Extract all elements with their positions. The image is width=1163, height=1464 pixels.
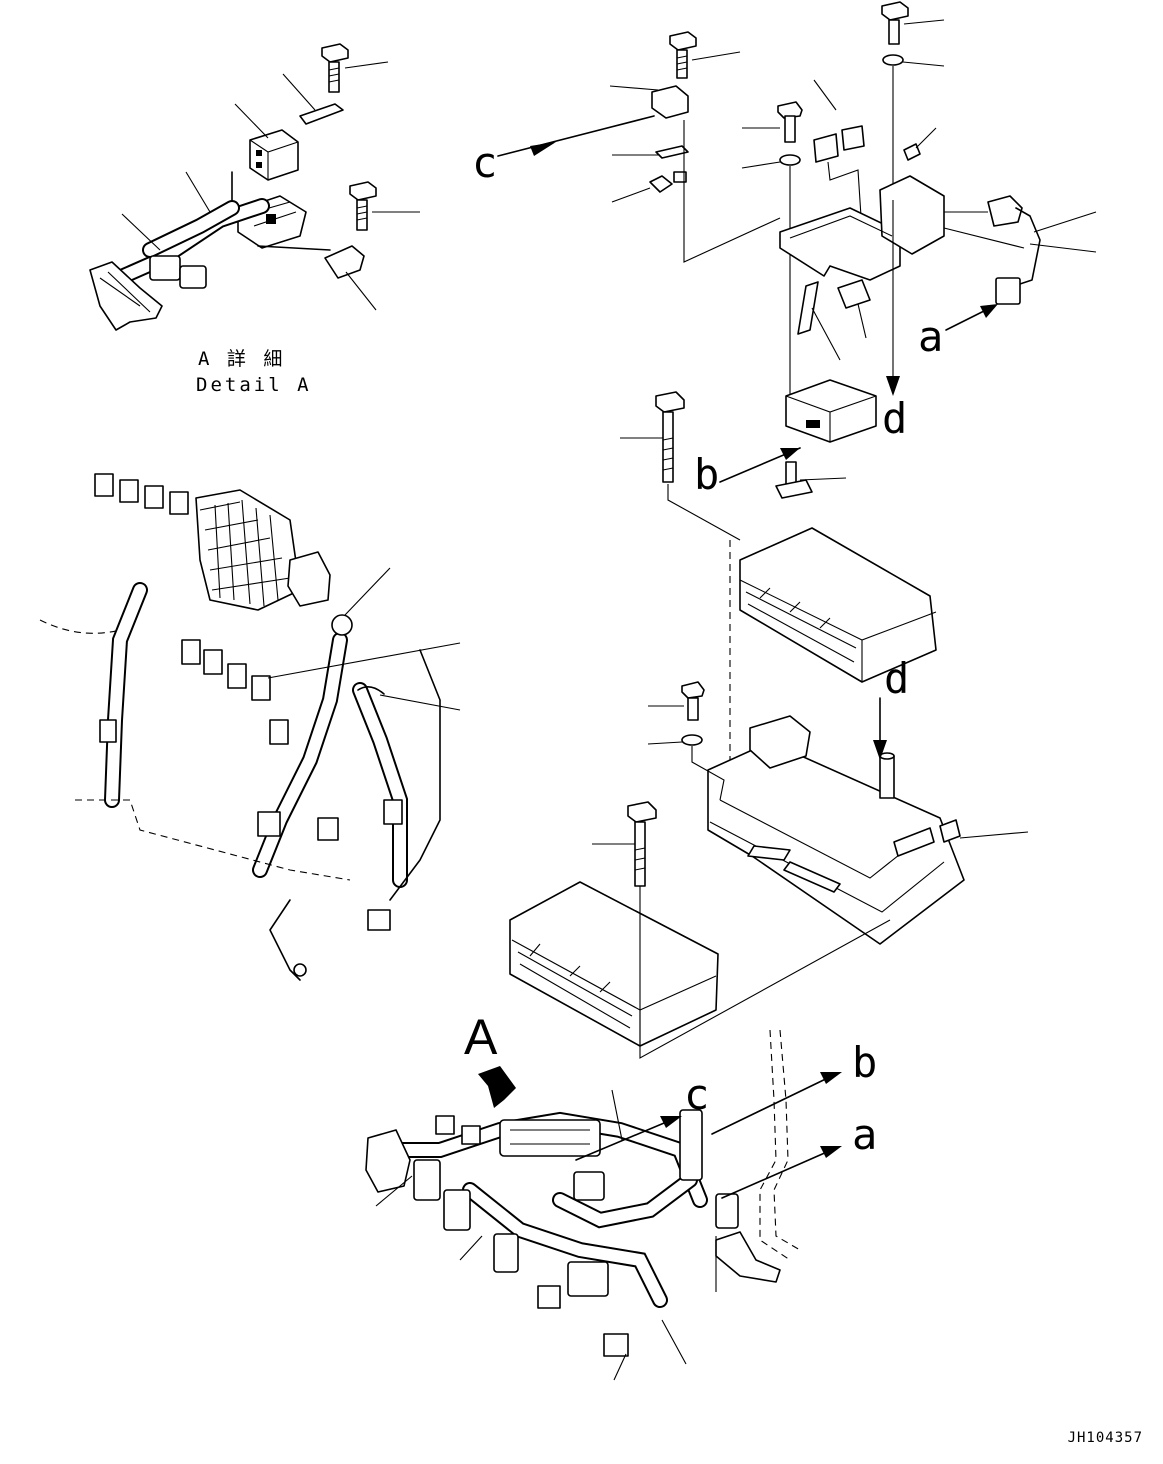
view-label-a: A	[464, 1009, 498, 1065]
ref-letter-b-bottom: b	[852, 1038, 878, 1087]
detail-a-view	[89, 43, 420, 331]
ref-letter-b: b	[694, 450, 720, 499]
main-harness-view	[39, 473, 461, 981]
ref-letter-c-bottom: c	[684, 1070, 710, 1119]
ref-letter-d: d	[882, 394, 908, 443]
ref-letter-d-mid: d	[884, 654, 910, 703]
bolt-icon	[321, 43, 349, 93]
ref-letter-a: a	[918, 312, 944, 361]
detail-caption-jp: A 詳 細	[198, 348, 286, 370]
controller-bracket-assembly	[497, 1, 1097, 541]
detail-caption-en: Detail A	[196, 374, 312, 396]
bottom-harness-view	[365, 1029, 842, 1381]
drawing-code: JH104357	[1067, 1430, 1143, 1446]
controller-lower	[509, 801, 891, 1059]
ref-letter-c: c	[472, 138, 498, 187]
ref-letter-a-bottom: a	[852, 1110, 878, 1159]
controller-tray	[647, 681, 1029, 945]
